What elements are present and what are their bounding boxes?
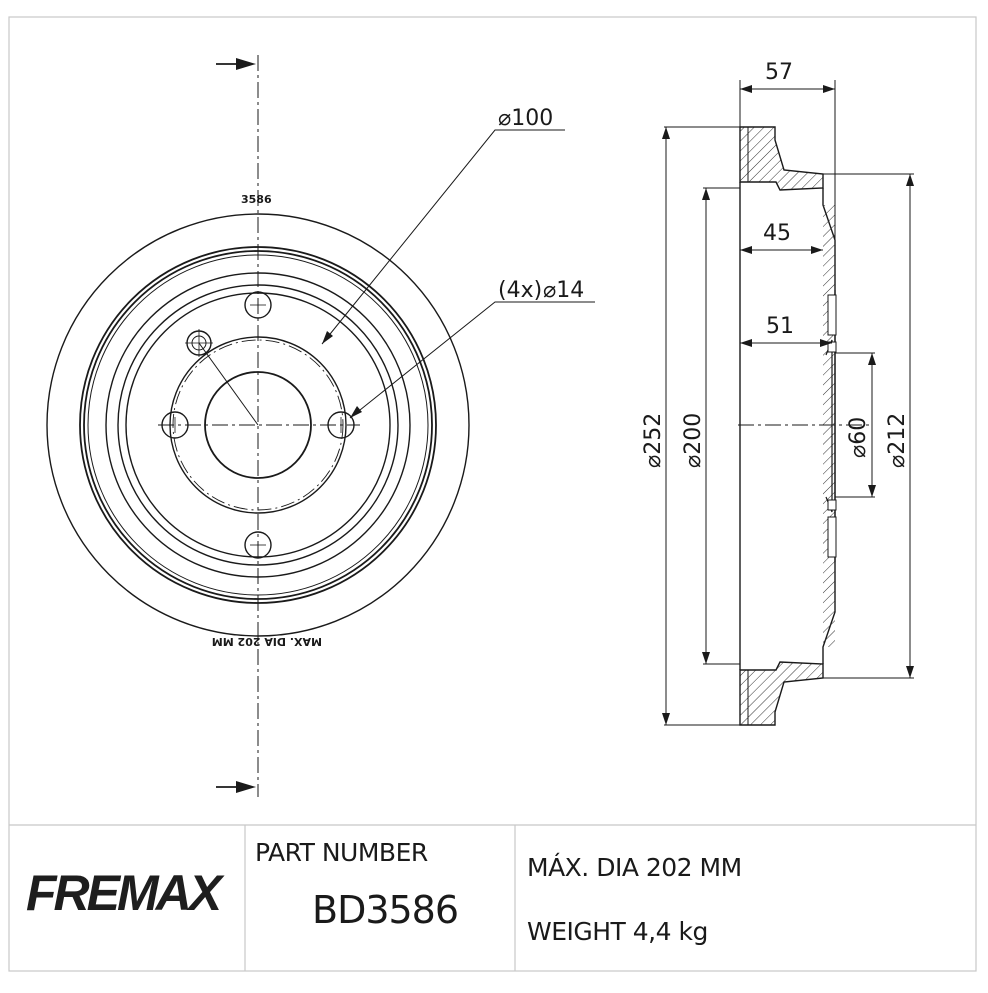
dim-60-label: ⌀60 <box>846 417 871 458</box>
max-dia-stamp: MAX. DIA 202 MM <box>212 635 322 648</box>
leader-arrow-icon <box>322 331 333 344</box>
bolt-hole <box>244 531 272 559</box>
leader-line-holes <box>349 301 595 419</box>
dim-45-label: 45 <box>763 221 791 246</box>
leader-line-pcd <box>321 129 565 345</box>
sheet-frame <box>8 16 977 972</box>
holes-dia-label: ⌀14 <box>543 278 584 303</box>
pcd-label: ⌀100 <box>498 106 553 131</box>
brand-logo: FREMAX <box>26 865 222 921</box>
max-dia-text: MÁX. DIA 202 MM <box>527 853 742 882</box>
dim-252-label: ⌀252 <box>641 413 666 468</box>
dim-57-label: 57 <box>765 60 793 85</box>
side-dimensions <box>664 80 914 726</box>
weight-text: WEIGHT 4,4 kg <box>527 917 708 946</box>
drum-section-top <box>739 126 824 191</box>
front-view <box>46 55 470 797</box>
dim-200-label: ⌀200 <box>681 413 706 468</box>
drum-hat-hatching <box>823 205 835 647</box>
drum-section-bottom <box>739 661 824 726</box>
part-number-value: BD3586 <box>312 888 459 932</box>
dim-51-label: 51 <box>766 314 794 339</box>
dim-212-label: ⌀212 <box>885 413 910 468</box>
leader-arrow-icon <box>350 406 362 418</box>
dimension-arrows <box>662 85 914 725</box>
part-stamp: 3586 <box>241 193 272 206</box>
section-arrow-icon <box>236 58 256 70</box>
part-number-label: PART NUMBER <box>255 838 428 867</box>
side-view <box>738 126 870 726</box>
holes-count-label: (4x) <box>498 278 542 303</box>
section-arrow-icon <box>236 781 256 793</box>
